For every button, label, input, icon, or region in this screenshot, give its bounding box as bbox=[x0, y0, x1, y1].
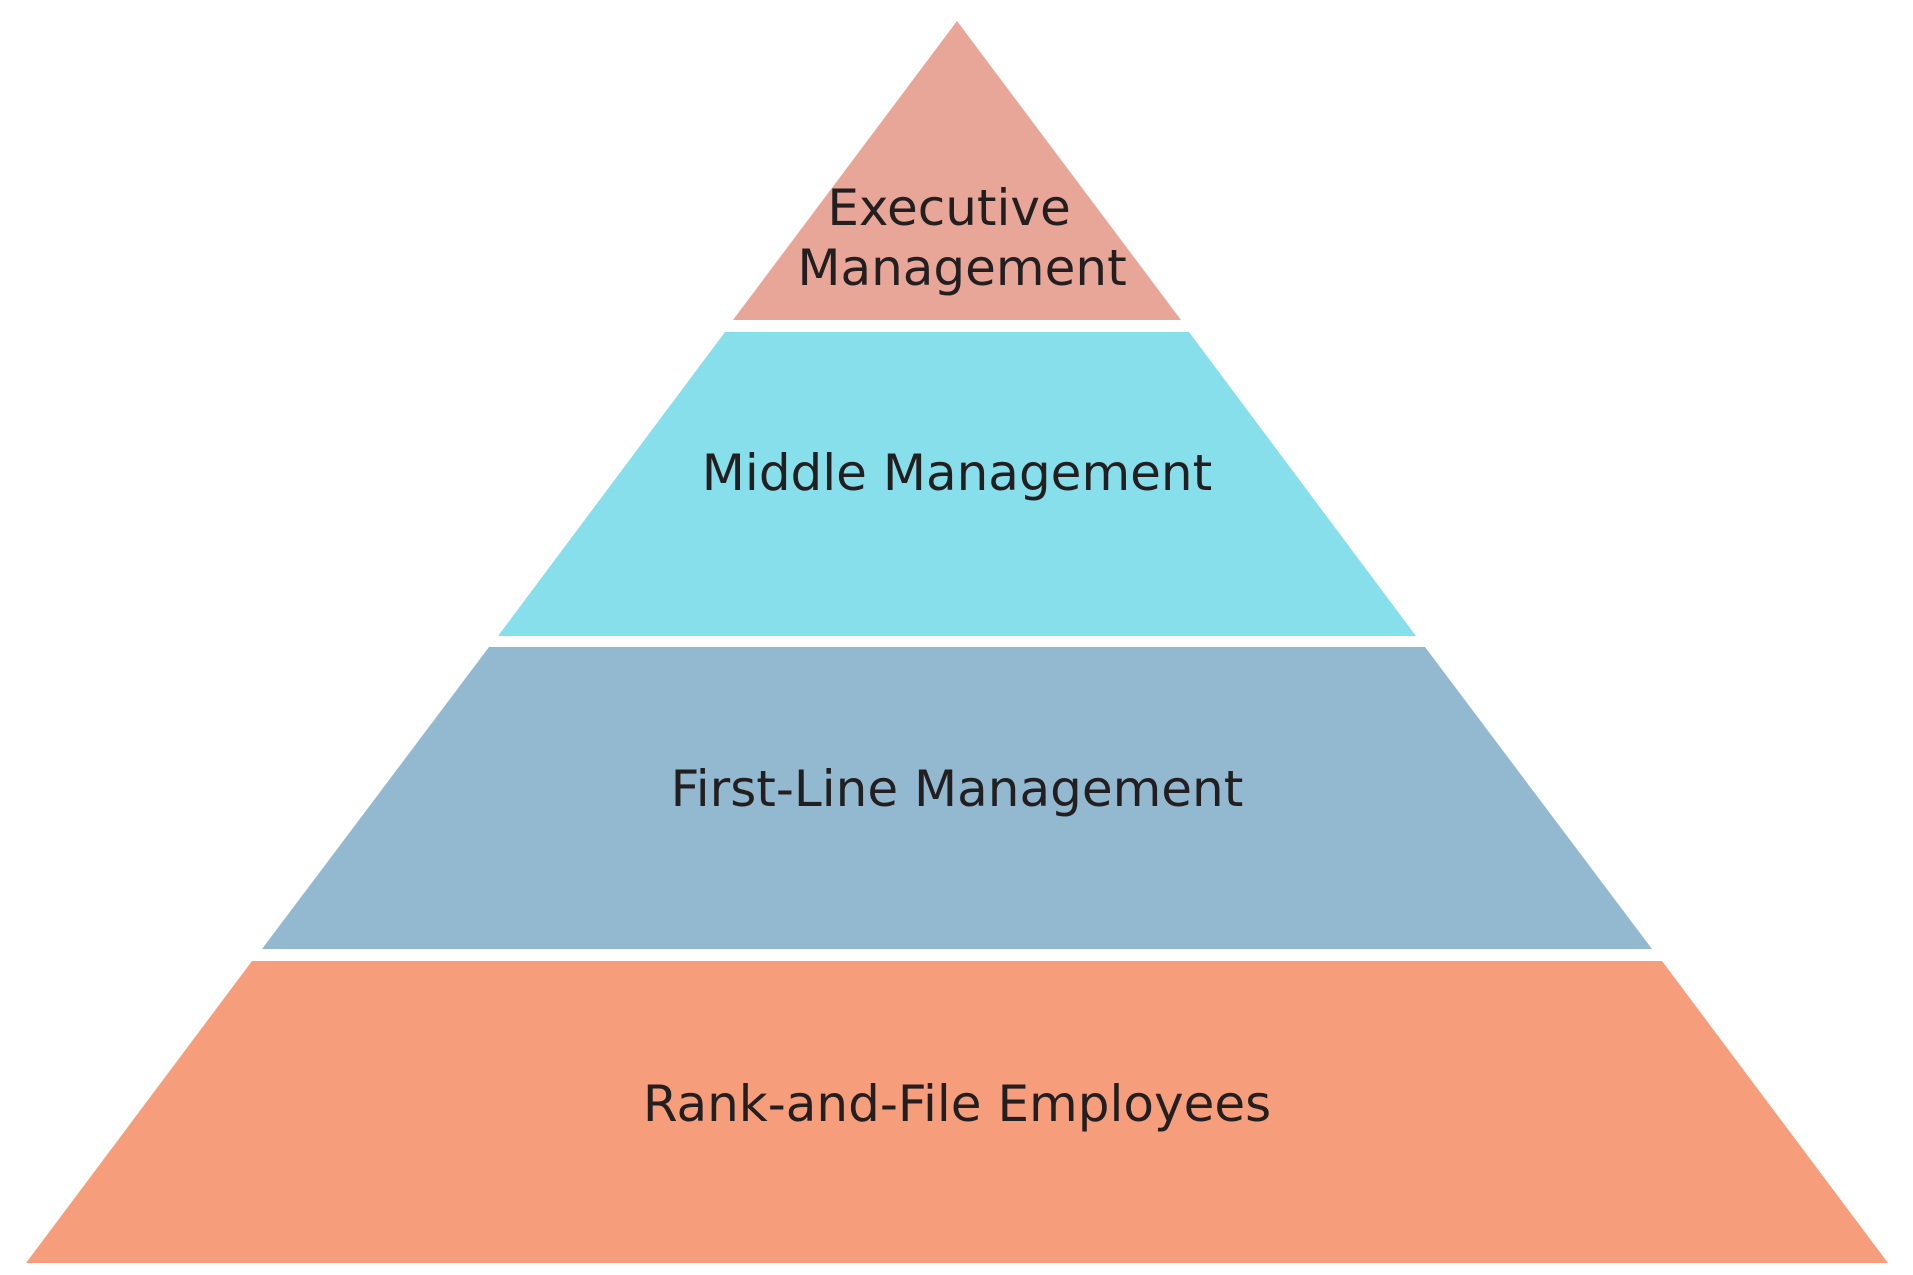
tier-first-line-management: First-Line Management bbox=[262, 647, 1652, 949]
tier-first-line-label: First-Line Management bbox=[671, 760, 1244, 818]
tier-rank-and-file-label: Rank-and-File Employees bbox=[643, 1075, 1271, 1133]
tier-executive-label: Executive Management bbox=[797, 179, 1126, 297]
tier-middle-label: Middle Management bbox=[702, 444, 1212, 502]
tier-middle-management: Middle Management bbox=[498, 332, 1416, 636]
tier-first-line-label-line-1: First-Line Management bbox=[671, 760, 1244, 818]
tier-rank-and-file-shape bbox=[26, 961, 1888, 1263]
tier-executive-management: Executive Management bbox=[733, 21, 1181, 320]
tier-rank-and-file-label-line-1: Rank-and-File Employees bbox=[643, 1075, 1271, 1133]
tier-first-line-shape bbox=[262, 647, 1652, 949]
tier-executive-shape bbox=[733, 21, 1181, 320]
tier-middle-shape bbox=[498, 332, 1416, 636]
tier-rank-and-file-employees: Rank-and-File Employees bbox=[26, 961, 1888, 1263]
tier-executive-label-line-2: Management bbox=[797, 239, 1126, 297]
tier-executive-label-line-1: Executive bbox=[827, 179, 1070, 237]
tier-middle-label-line-1: Middle Management bbox=[702, 444, 1212, 502]
